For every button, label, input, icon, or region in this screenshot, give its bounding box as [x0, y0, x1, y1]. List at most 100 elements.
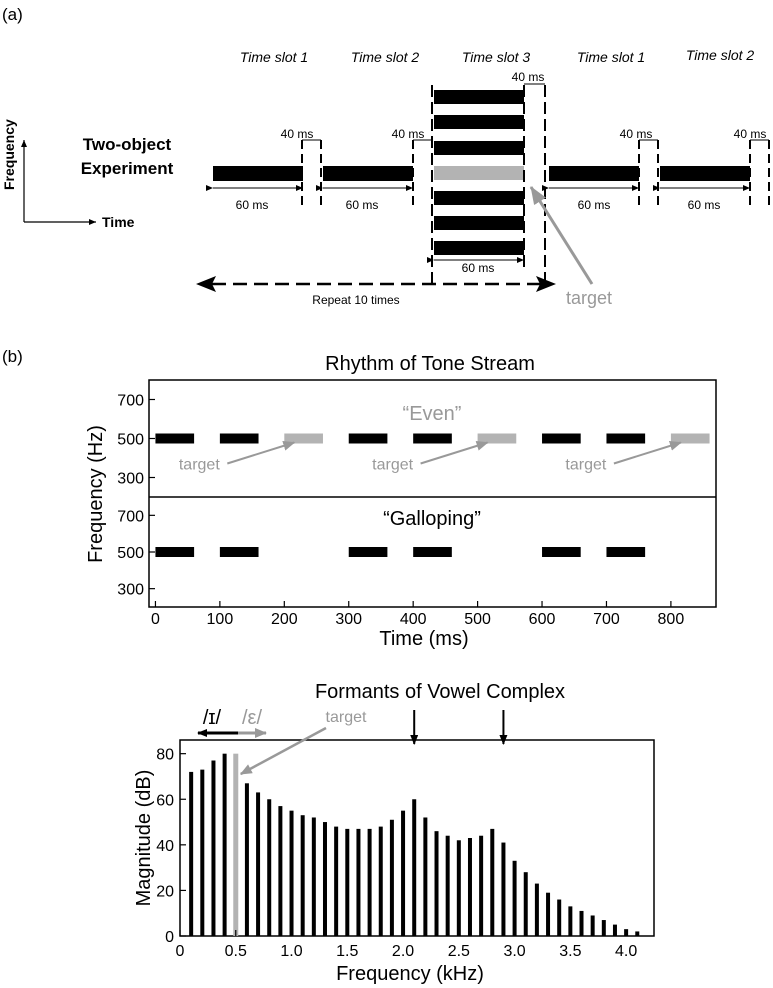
- target-label: target: [566, 288, 612, 308]
- y-tick-label: 300: [117, 471, 144, 488]
- x-tick-label: 3.5: [559, 943, 581, 960]
- y-tick-label: 40: [156, 838, 174, 855]
- tone-bar: [549, 166, 639, 181]
- tone-bar: [323, 166, 413, 181]
- bar: [456, 840, 461, 936]
- y-tick-label: 500: [117, 545, 144, 562]
- bar: [467, 838, 472, 936]
- target-tone: [670, 433, 710, 444]
- x-tick-label: 1.0: [280, 943, 302, 960]
- target-annotation: target: [179, 457, 220, 474]
- bar: [300, 815, 305, 936]
- slot-label: Time slot 2: [351, 49, 420, 65]
- x-tick-label: 2.0: [392, 943, 414, 960]
- chart-title: Formants of Vowel Complex: [315, 681, 565, 703]
- target-annotation-arrow: [239, 726, 327, 776]
- bar: [534, 883, 539, 936]
- bar: [389, 819, 394, 936]
- experiment-title-line2: Experiment: [81, 159, 174, 178]
- bar: [612, 924, 617, 936]
- bar: [256, 792, 261, 936]
- duration-label: 60 ms: [346, 198, 379, 212]
- slot-label: Time slot 3: [462, 49, 531, 65]
- y-tick-label: 60: [156, 792, 174, 809]
- tone: [219, 547, 259, 557]
- slot-label: Time slot 2: [686, 47, 755, 63]
- panel-b-label: (b): [2, 347, 23, 366]
- tone: [348, 547, 388, 557]
- experiment-title-line1: Two-object: [83, 135, 172, 154]
- bar: [311, 817, 316, 936]
- bar: [479, 835, 484, 936]
- x-tick-label: 100: [207, 611, 234, 628]
- bar: [512, 860, 517, 936]
- bar: [211, 760, 216, 936]
- duration-label: 60 ms: [462, 261, 495, 275]
- panel-a: (a) Frequency Time Two-object Experiment…: [1, 5, 770, 308]
- even-label: “Even”: [403, 403, 462, 425]
- bar: [590, 915, 595, 936]
- rhythm-chart: Rhythm of Tone Stream “Even” “Galloping”…: [85, 353, 717, 650]
- target-annotation-arrow: [613, 441, 682, 465]
- tone-bar: [434, 90, 524, 104]
- tone-bar: [434, 191, 524, 205]
- duration-label: 60 ms: [236, 198, 269, 212]
- frequency-axis-label: Frequency: [1, 119, 17, 190]
- x-tick-label: 500: [464, 611, 491, 628]
- tone-bar: [213, 166, 303, 181]
- tone: [413, 547, 452, 557]
- bar: [423, 817, 428, 936]
- target-tone: [477, 433, 517, 444]
- x-tick-label: 600: [529, 611, 556, 628]
- repeat-arrow-right-head: [536, 276, 556, 292]
- bar: [367, 828, 372, 936]
- target-annotation-arrow: [227, 441, 296, 465]
- y-tick-label: 20: [156, 883, 174, 900]
- bar: [200, 769, 205, 936]
- panel-a-label: (a): [2, 5, 23, 24]
- tone: [348, 433, 388, 444]
- bar: [244, 783, 249, 936]
- repeat-arrow-left-head: [196, 276, 216, 292]
- gap-label: 40 ms: [281, 127, 314, 141]
- target-tone: [284, 433, 323, 444]
- target-annotation-arrow: [420, 441, 489, 465]
- target-bar: [233, 753, 239, 936]
- x-axis-label: Frequency (kHz): [336, 963, 484, 985]
- panel-b: (b) Rhythm of Tone Stream “Even” “Gallop…: [2, 347, 717, 985]
- chart-title: Rhythm of Tone Stream: [325, 353, 535, 375]
- x-tick-label: 0: [151, 611, 160, 628]
- tone-bar: [660, 166, 750, 181]
- bar: [267, 799, 272, 936]
- bar: [635, 931, 640, 936]
- gap-label: 40 ms: [620, 127, 653, 141]
- tone: [606, 547, 646, 557]
- bar: [222, 753, 227, 936]
- y-axis-label: Magnitude (dB): [133, 770, 155, 907]
- bar: [601, 920, 606, 936]
- bar: [189, 771, 194, 936]
- target-arrow: [529, 186, 594, 285]
- bar: [289, 810, 294, 936]
- bar: [546, 892, 551, 936]
- bar: [322, 822, 327, 936]
- x-tick-label: 4.0: [615, 943, 637, 960]
- x-tick-label: 3.0: [503, 943, 525, 960]
- y-tick-label: 500: [117, 432, 144, 449]
- bar: [568, 906, 573, 936]
- tone-bar: [434, 115, 524, 129]
- bar: [378, 826, 383, 936]
- slot-label: Time slot 1: [240, 49, 308, 65]
- bar: [412, 799, 417, 936]
- x-tick-label: 1.5: [336, 943, 358, 960]
- x-tick-label: 200: [271, 611, 298, 628]
- x-tick-label: 400: [400, 611, 427, 628]
- vowel-label-i: /ɪ/: [203, 707, 222, 729]
- duration-label: 60 ms: [578, 198, 611, 212]
- bar: [434, 831, 439, 936]
- x-tick-label: 0: [176, 943, 185, 960]
- y-tick-label: 80: [156, 747, 174, 764]
- y-axis-label: Frequency (Hz): [85, 425, 107, 563]
